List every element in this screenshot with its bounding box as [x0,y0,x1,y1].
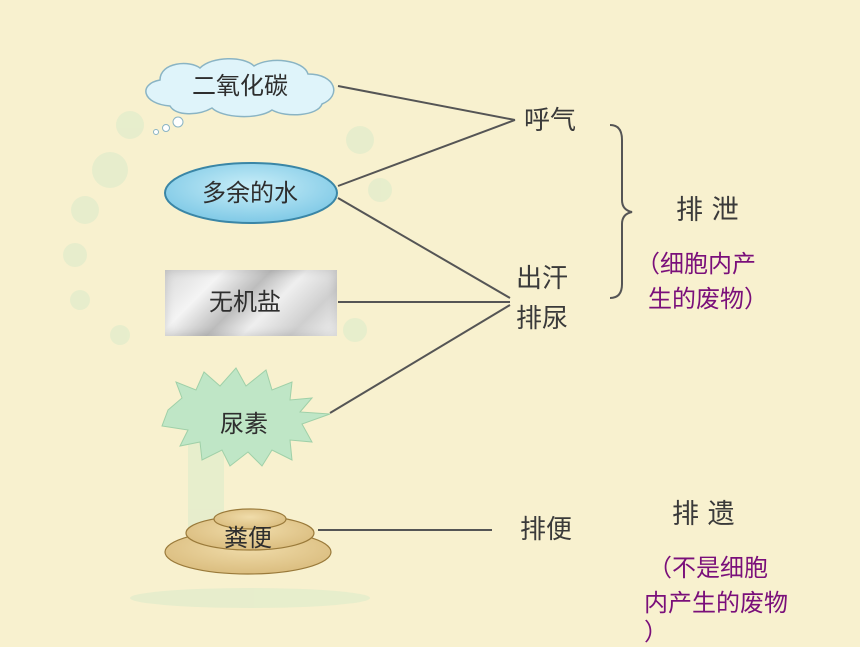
globe-dot [70,290,90,310]
node-urea-label: 尿素 [220,410,268,438]
route-urine-label: 排尿 [516,304,569,334]
line-co2-to-breath [337,85,516,121]
route-sweat-label: 出汗 [516,264,569,294]
egestion-note-line-1: （不是细胞 [648,554,768,582]
node-feces-label: 粪便 [224,524,272,552]
globe-dot [116,111,144,139]
globe-dot [368,178,392,202]
feces-shape [164,508,332,575]
egestion-title: 排 遗 [672,499,735,530]
route-breath-label: 呼气 [524,106,577,136]
water-ellipse [164,162,338,224]
route-defecate-label: 排便 [520,515,573,545]
globe-dot [92,152,128,188]
excretion-note-line-1: （细胞内产 [636,250,756,278]
node-water-label: 多余的水 [202,179,298,207]
globe-dot [110,325,130,345]
excretion-note-line-2: 生的废物） [648,285,768,313]
line-urea-to-sweat [329,304,511,414]
globe-dot [346,126,374,154]
urea-burst [161,367,331,467]
node-salt-label: 无机盐 [209,288,281,316]
egestion-note-line-2: 内产生的废物 [644,589,788,617]
line-water-to-sweat [337,197,511,299]
ground-shadow [130,588,370,608]
line-water-to-breath [337,119,516,187]
connector-lines [318,85,633,531]
globe-dot [63,243,87,267]
globe-dot [343,318,367,342]
cloud-shape [145,58,335,135]
egestion-note-line-3: ） [644,618,668,646]
salt-rectangle [165,270,337,336]
node-co2-label: 二氧化碳 [192,72,288,100]
right-brace [609,124,633,299]
excretion-title: 排 泄 [676,195,739,226]
globe-dot [71,196,99,224]
